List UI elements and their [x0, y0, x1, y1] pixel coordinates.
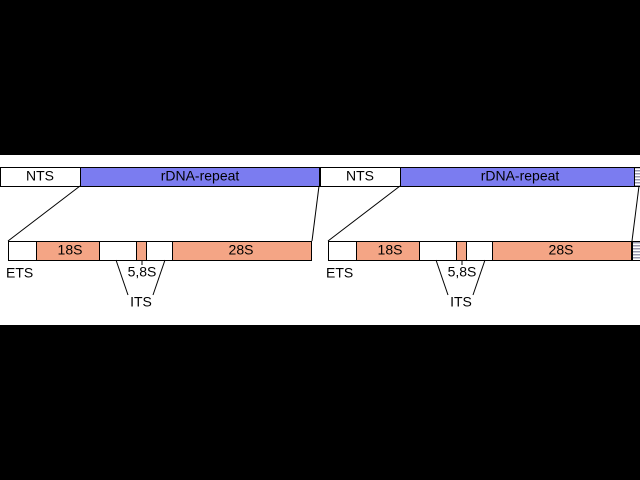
its-pointer-right — [472, 259, 486, 296]
5-8s-label: 5,8S — [448, 264, 477, 280]
its-pointer-left — [435, 259, 449, 296]
its-label: ITS — [130, 294, 152, 310]
its2-box — [466, 241, 493, 261]
rdna-repeat-box — [80, 167, 320, 187]
nts-label: NTS — [26, 168, 54, 184]
its-pointer-left — [115, 259, 129, 296]
5-8s-box — [136, 241, 147, 261]
diagram-panel: NTS rDNA-repeat 18S 28S ETS 5,8S ITS NTS rDNA-re… — [0, 155, 640, 325]
rdna-repeat-label: rDNA-repeat — [161, 168, 240, 184]
its1-box — [99, 241, 137, 261]
expansion-line-right — [631, 185, 640, 242]
nts-label: NTS — [346, 168, 374, 184]
18s-label: 18S — [58, 242, 83, 258]
5-8s-box — [456, 241, 467, 261]
ets-box — [8, 241, 37, 261]
repeat-unit-1: NTS rDNA-repeat 18S 28S ETS 5,8S ITS — [0, 167, 320, 310]
its-label: ITS — [450, 294, 472, 310]
ets-label: ETS — [6, 265, 33, 281]
18s-label: 18S — [378, 242, 403, 258]
28s-box — [492, 241, 632, 261]
next-repeat-top — [634, 167, 640, 187]
5-8s-label: 5,8S — [128, 264, 157, 280]
repeat-unit-2: NTS rDNA-repeat 18S 28S ETS 5,8S ITS — [320, 167, 640, 310]
28s-label: 28S — [549, 242, 574, 258]
its1-box — [419, 241, 457, 261]
rdna-repeat-label: rDNA-repeat — [481, 168, 560, 184]
rdna-diagram: NTS rDNA-repeat 18S 28S ETS 5,8S ITS NTS rDNA-re… — [0, 167, 640, 310]
expansion-line-right — [311, 185, 320, 242]
expansion-line-left — [327, 185, 401, 242]
its2-box — [146, 241, 173, 261]
ets-label: ETS — [326, 265, 353, 281]
next-repeat-bottom — [632, 241, 640, 261]
28s-box — [172, 241, 312, 261]
its-pointer-right — [152, 259, 166, 296]
expansion-line-left — [7, 185, 81, 242]
ets-box — [328, 241, 357, 261]
repeat-unit-3-partial — [632, 167, 640, 261]
28s-label: 28S — [229, 242, 254, 258]
